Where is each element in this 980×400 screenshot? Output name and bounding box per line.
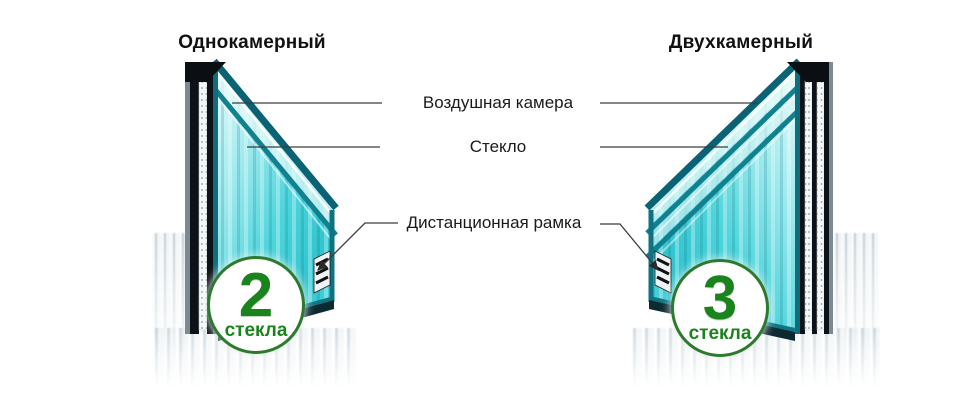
glass-label: Стекло bbox=[469, 137, 527, 156]
spacer-frame-label: Дистанционная рамка bbox=[406, 213, 582, 232]
single-chamber-title: Однокамерный bbox=[178, 32, 326, 53]
edge-spine bbox=[185, 62, 226, 334]
spacer-bar-detail bbox=[654, 250, 672, 294]
pane-count-caption: стекла bbox=[688, 323, 752, 345]
pane-count-caption: стекла bbox=[224, 320, 288, 342]
double-chamber-title: Двухкамерный bbox=[668, 32, 814, 53]
pane-count-number: 3 bbox=[702, 263, 738, 333]
edge-spine bbox=[787, 62, 833, 334]
pane-count-badge-left: 2 стекла bbox=[207, 256, 305, 354]
pane-count-badge-right: 3 стекла bbox=[671, 259, 769, 357]
reflection-right bbox=[630, 328, 880, 398]
pane-count-number: 2 bbox=[238, 260, 274, 330]
double-chamber-unit-illustration bbox=[644, 58, 833, 341]
air-chamber-label: Воздушная камера bbox=[422, 93, 574, 112]
